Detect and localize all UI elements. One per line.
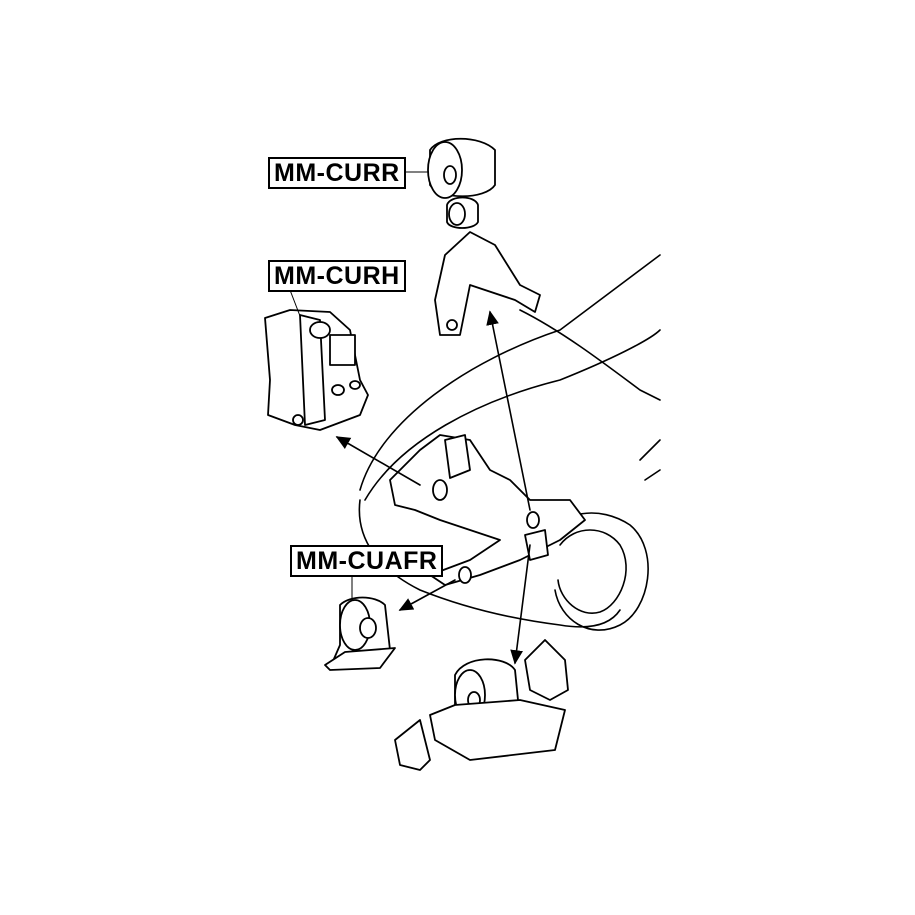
mm-curh-mount [264,309,369,431]
part-label-mm-curh: MM-CURH [268,260,406,292]
engine-subframe [389,434,586,586]
callout-arrows [289,171,531,665]
mm-curr-bushing [427,137,541,336]
lower-engine-mount [394,639,569,771]
part-label-mm-cuafr: MM-CUAFR [290,545,444,577]
mm-cuafr-mount [324,596,396,671]
part-label-mm-curr: MM-CURR [268,157,406,189]
